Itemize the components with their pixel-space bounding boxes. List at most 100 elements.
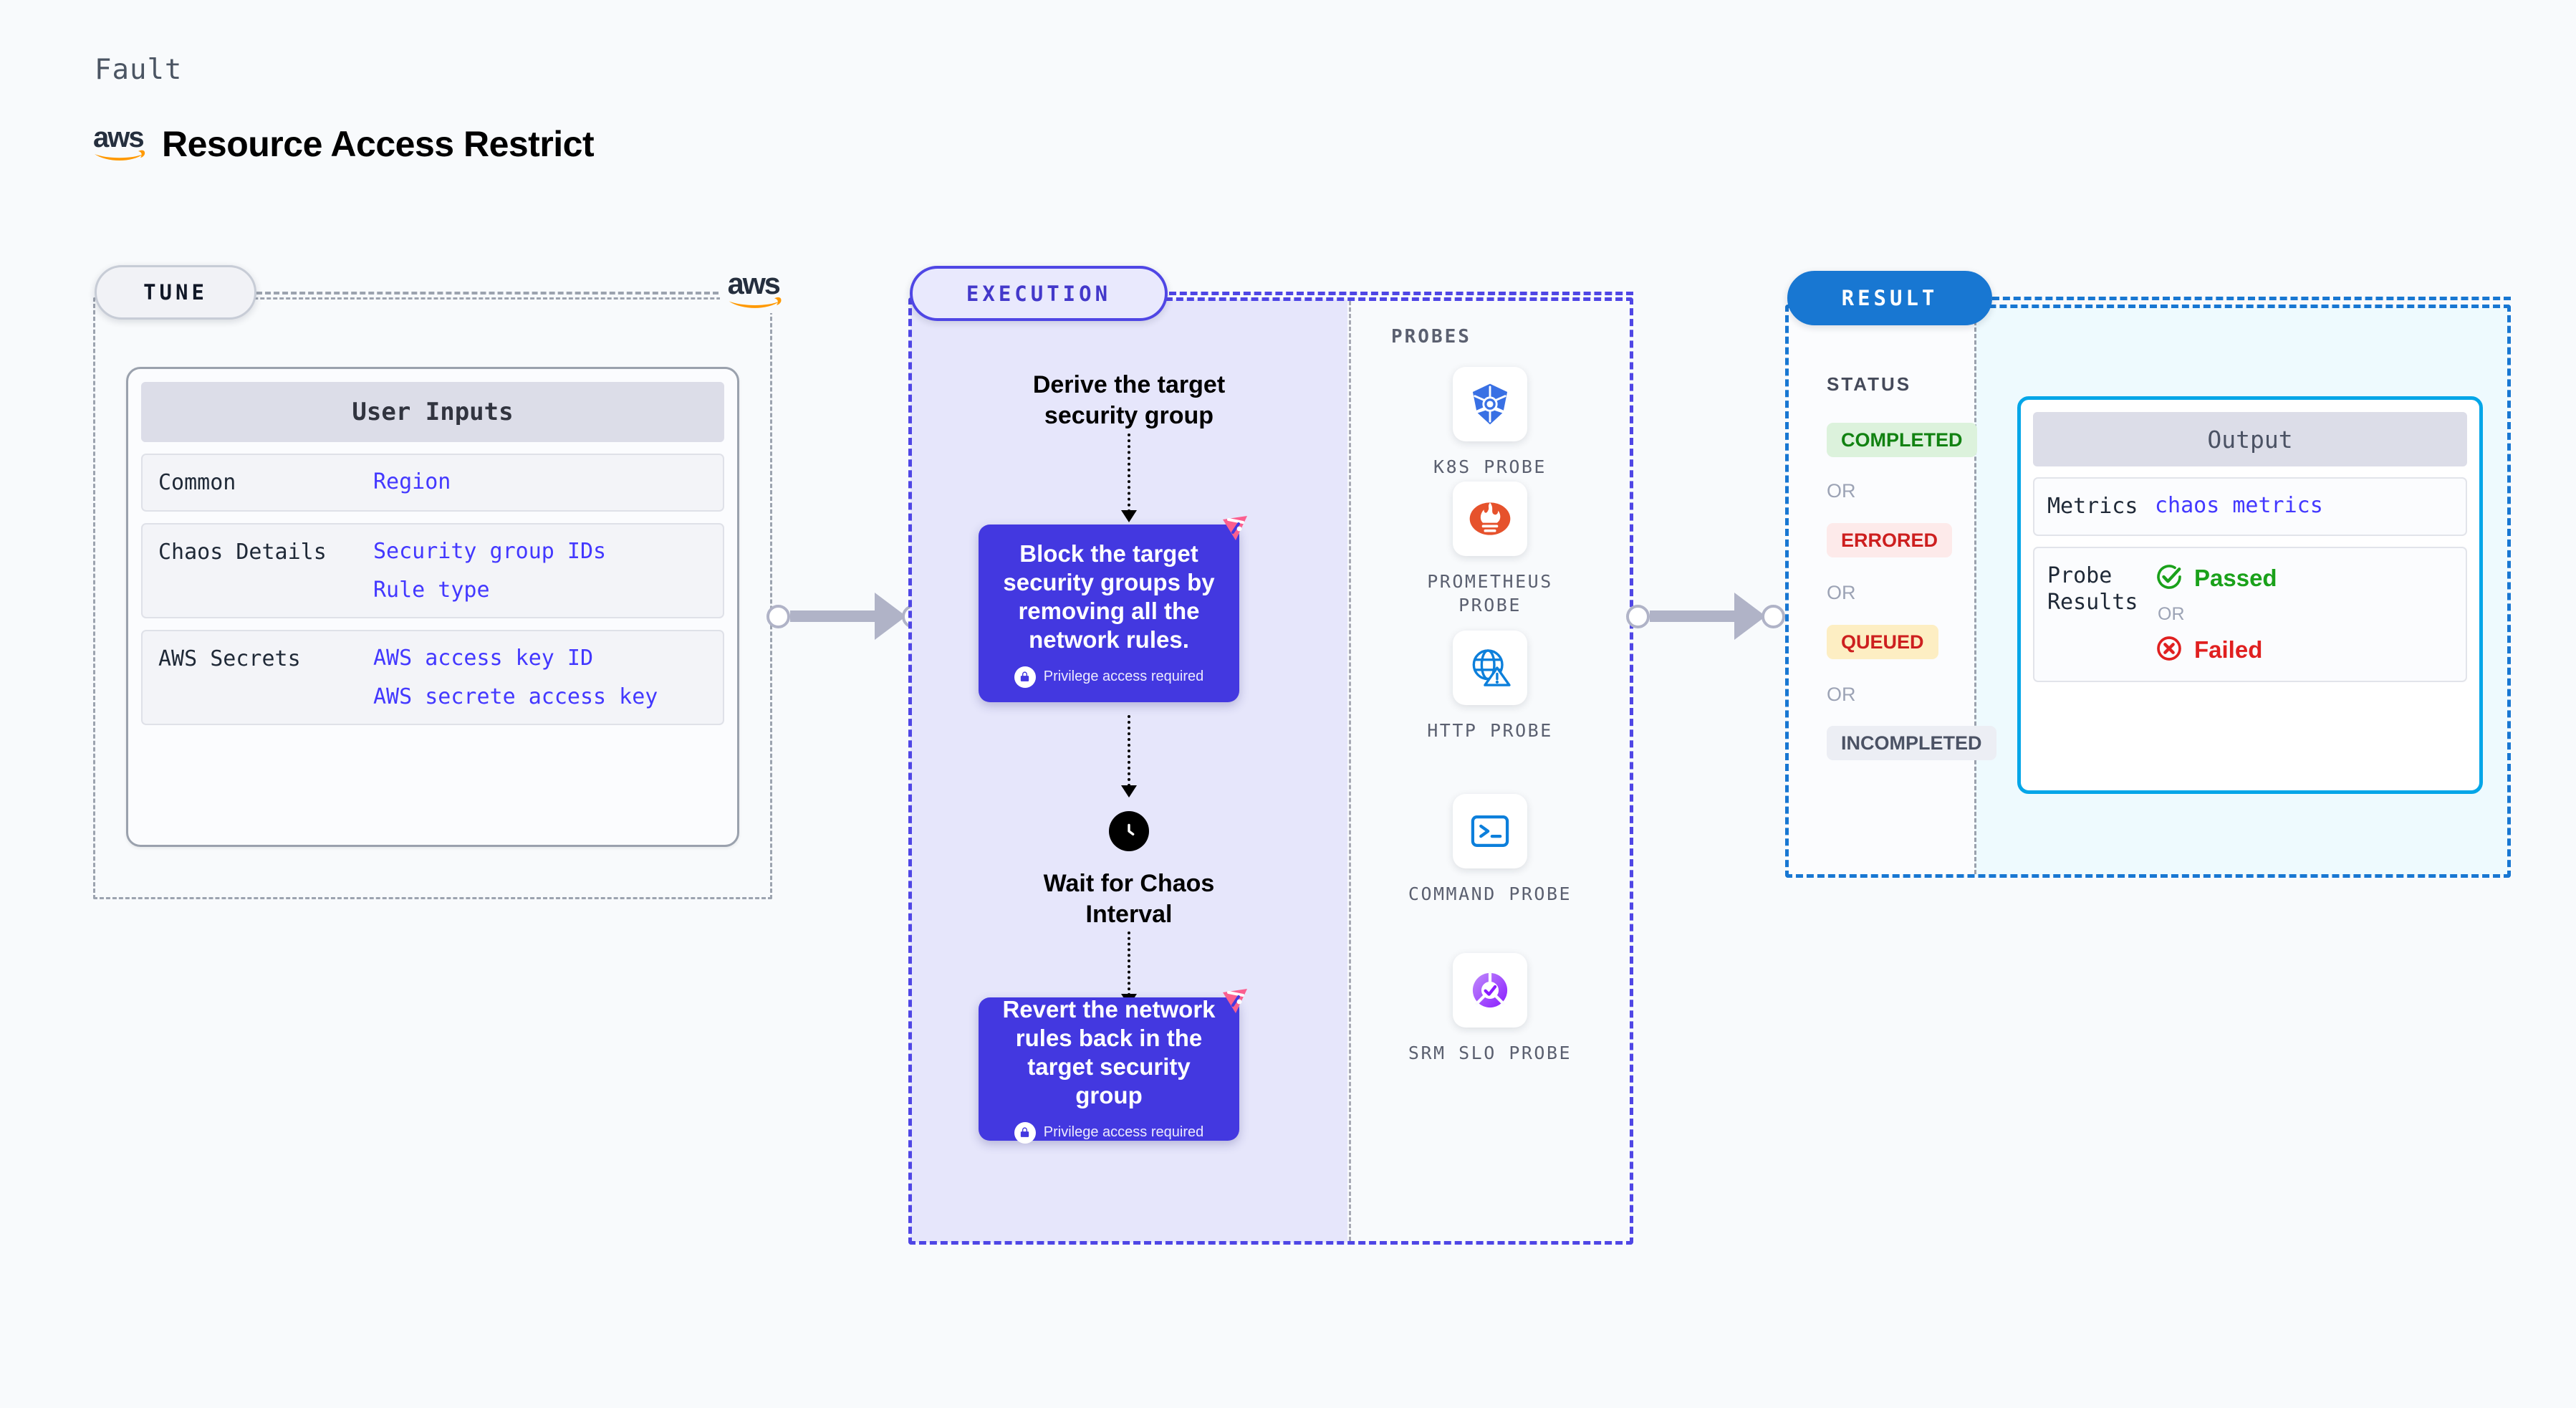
execution-step-revert-text: Revert the network rules back in the tar… (1002, 995, 1216, 1109)
chaos-badge-icon (1219, 984, 1253, 1022)
svg-text:aws: aws (728, 272, 780, 300)
user-inputs-card: User Inputs Common Region Chaos Details … (126, 367, 739, 847)
output-card: Output Metrics chaos metrics Probe Resul… (2017, 396, 2483, 794)
flow-line (1128, 932, 1130, 996)
user-input-value[interactable]: Rule type (373, 577, 490, 603)
execution-pill-label: EXECUTION (966, 281, 1112, 306)
execution-step-revert-box[interactable]: Revert the network rules back in the tar… (979, 989, 1247, 1144)
connector-arrowhead-icon (1734, 593, 1766, 640)
user-input-label: Chaos Details (158, 540, 327, 565)
execution-step-derive-title: Derive the target security group (1032, 371, 1226, 429)
probe-label: K8S PROBE (1433, 456, 1547, 477)
probe-label: HTTP PROBE (1427, 720, 1553, 741)
user-input-value[interactable]: Security group IDs (373, 539, 607, 564)
result-pill-label: RESULT (1841, 286, 1938, 310)
status-badge-text: COMPLETED (1841, 428, 1963, 451)
probe-item-command[interactable]: COMMAND PROBE (1393, 794, 1587, 906)
output-title: Output (2033, 412, 2467, 466)
tune-panel (93, 297, 772, 899)
probe-result-or-label: OR (2158, 603, 2185, 624)
probes-fill (1350, 300, 1631, 1242)
output-metrics-label: Metrics (2047, 494, 2138, 519)
probe-result-failed-text: Failed (2194, 636, 2263, 663)
status-badge-errored: ERRORED (1827, 523, 1953, 557)
status-badge-completed: COMPLETED (1827, 423, 1977, 457)
probe-label: PROMETHEUS PROBE (1427, 571, 1553, 616)
output-probe-results-label: Probe Results (2047, 562, 2138, 616)
page-kicker: Fault (95, 54, 183, 86)
http-globe-warning-icon (1453, 631, 1527, 705)
terminal-icon (1453, 794, 1527, 868)
privilege-note: Privilege access required (1014, 666, 1203, 688)
result-status-fill (1787, 307, 1975, 876)
status-badge-text: ERRORED (1841, 529, 1938, 551)
execution-pill[interactable]: EXECUTION (910, 266, 1168, 321)
flow-arrowhead-icon (1121, 510, 1137, 522)
privilege-note-text: Privilege access required (1043, 1124, 1204, 1140)
srm-slo-icon (1453, 953, 1527, 1028)
clock-icon (1109, 811, 1149, 851)
status-or-label: OR (1827, 480, 1856, 502)
kubernetes-icon (1453, 367, 1527, 441)
probe-result-passed-text: Passed (2194, 565, 2277, 591)
probe-item-srm-slo[interactable]: SRM SLO PROBE (1393, 953, 1587, 1065)
user-inputs-title: User Inputs (141, 382, 724, 442)
execution-to-result-connector (1626, 593, 1785, 640)
probe-result-passed: Passed (2155, 562, 2277, 595)
status-or-label: OR (1827, 582, 1856, 603)
output-row-probe-results: Probe Results Passed OR (2033, 546, 2467, 682)
execution-step-block-text: Block the target security groups by remo… (1003, 540, 1215, 653)
result-pill-connector-line (1992, 297, 2511, 300)
result-panel (1785, 305, 2511, 878)
output-row-metrics: Metrics chaos metrics (2033, 477, 2467, 536)
tune-pill[interactable]: TUNE (95, 265, 256, 320)
probe-item-k8s[interactable]: K8S PROBE (1393, 367, 1587, 479)
privilege-note: Privilege access required (1014, 1121, 1204, 1144)
user-input-label: AWS Secrets (158, 646, 301, 671)
status-badge-text: INCOMPLETED (1841, 732, 1982, 754)
probe-item-http[interactable]: HTTP PROBE (1393, 631, 1587, 743)
status-badge-incompleted: INCOMPLETED (1827, 726, 1996, 760)
connector-start-dot (766, 604, 790, 628)
user-input-row: Common Region (141, 454, 724, 512)
status-badge-queued: QUEUED (1827, 625, 1938, 659)
user-input-row: Chaos Details Security group IDs Rule ty… (141, 523, 724, 618)
user-input-value[interactable]: AWS access key ID (373, 646, 594, 671)
flow-arrowhead-icon (1121, 785, 1137, 798)
tune-to-execution-connector (766, 593, 926, 640)
prometheus-icon (1453, 482, 1527, 556)
user-input-value[interactable]: Region (373, 469, 451, 494)
execution-step-block-box[interactable]: Block the target security groups by remo… (979, 516, 1247, 702)
status-badge-text: QUEUED (1841, 631, 1924, 653)
check-circle-icon (2155, 562, 2183, 595)
connector-end-dot (1762, 604, 1785, 628)
probe-item-prometheus[interactable]: PROMETHEUS PROBE (1393, 482, 1587, 617)
connector-bar (790, 610, 876, 622)
user-input-value[interactable]: AWS secrete access key (373, 684, 658, 709)
tune-pill-label: TUNE (143, 280, 208, 305)
execution-pill-connector-line (1169, 292, 1633, 295)
flow-line (1128, 715, 1130, 787)
lock-icon (1014, 1121, 1036, 1144)
x-circle-icon (2155, 634, 2183, 666)
status-section-label: STATUS (1827, 373, 1912, 395)
probes-section-label: PROBES (1391, 326, 1471, 348)
probes-divider (1349, 301, 1351, 1241)
connector-bar (1650, 610, 1736, 622)
tune-pill-connector-line (256, 292, 719, 294)
connector-arrowhead-icon (875, 593, 906, 640)
output-metrics-value[interactable]: chaos metrics (2155, 493, 2323, 518)
aws-logo-icon: aws (93, 125, 146, 163)
svg-text:aws: aws (93, 125, 143, 153)
user-input-label: Common (158, 470, 236, 495)
probe-label: SRM SLO PROBE (1408, 1043, 1572, 1063)
probe-result-failed: Failed (2155, 634, 2277, 666)
status-or-label: OR (1827, 684, 1856, 705)
wait-for-chaos-title: Wait for Chaos Interval (1043, 870, 1215, 928)
probe-label: COMMAND PROBE (1408, 883, 1572, 904)
result-pill[interactable]: RESULT (1787, 271, 1992, 325)
page-title: Resource Access Restrict (162, 124, 595, 164)
chaos-badge-icon (1219, 511, 1253, 549)
flow-line (1128, 434, 1130, 512)
lock-icon (1014, 666, 1036, 688)
